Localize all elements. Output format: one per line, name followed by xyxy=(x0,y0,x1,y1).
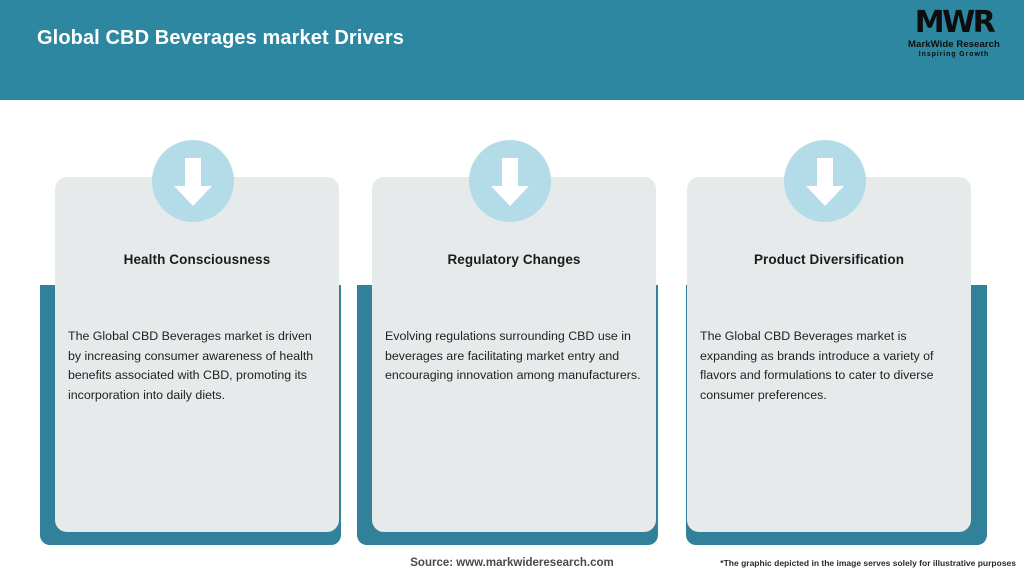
card-title: Regulatory Changes xyxy=(447,252,581,267)
logo-tagline: Inspiring Growth xyxy=(918,51,990,58)
page-title: Global CBD Beverages market Drivers xyxy=(37,27,404,49)
brand-logo: MWR MarkWide Research Inspiring Growth xyxy=(898,8,1010,64)
page-header: Global CBD Beverages market Drivers MWR … xyxy=(0,0,1024,100)
card-panel: Product Diversification The Global CBD B… xyxy=(687,177,971,532)
logo-company-name: MarkWide Research xyxy=(908,39,1000,50)
down-arrow-icon xyxy=(469,140,551,222)
card-panel: Health Consciousness The Global CBD Beve… xyxy=(55,177,339,532)
disclaimer-label: *The graphic depicted in the image serve… xyxy=(720,558,1016,568)
logo-monogram: MWR xyxy=(914,5,996,40)
drivers-card-row: Health Consciousness The Global CBD Beve… xyxy=(0,100,1024,550)
driver-card-3: Product Diversification The Global CBD B… xyxy=(672,100,988,550)
card-body-text: The Global CBD Beverages market is drive… xyxy=(68,329,314,402)
card-body-text: The Global CBD Beverages market is expan… xyxy=(700,329,934,402)
down-arrow-icon xyxy=(152,140,234,222)
source-label: Source: www.markwideresearch.com xyxy=(410,557,614,569)
down-arrow-icon xyxy=(784,140,866,222)
driver-card-1: Health Consciousness The Global CBD Beve… xyxy=(40,100,356,550)
card-title: Product Diversification xyxy=(753,252,905,267)
card-panel: Regulatory Changes Evolving regulations … xyxy=(372,177,656,532)
card-body-text: Evolving regulations surrounding CBD use… xyxy=(385,329,641,382)
driver-card-2: Regulatory Changes Evolving regulations … xyxy=(357,100,673,550)
card-title: Health Consciousness xyxy=(123,252,271,267)
